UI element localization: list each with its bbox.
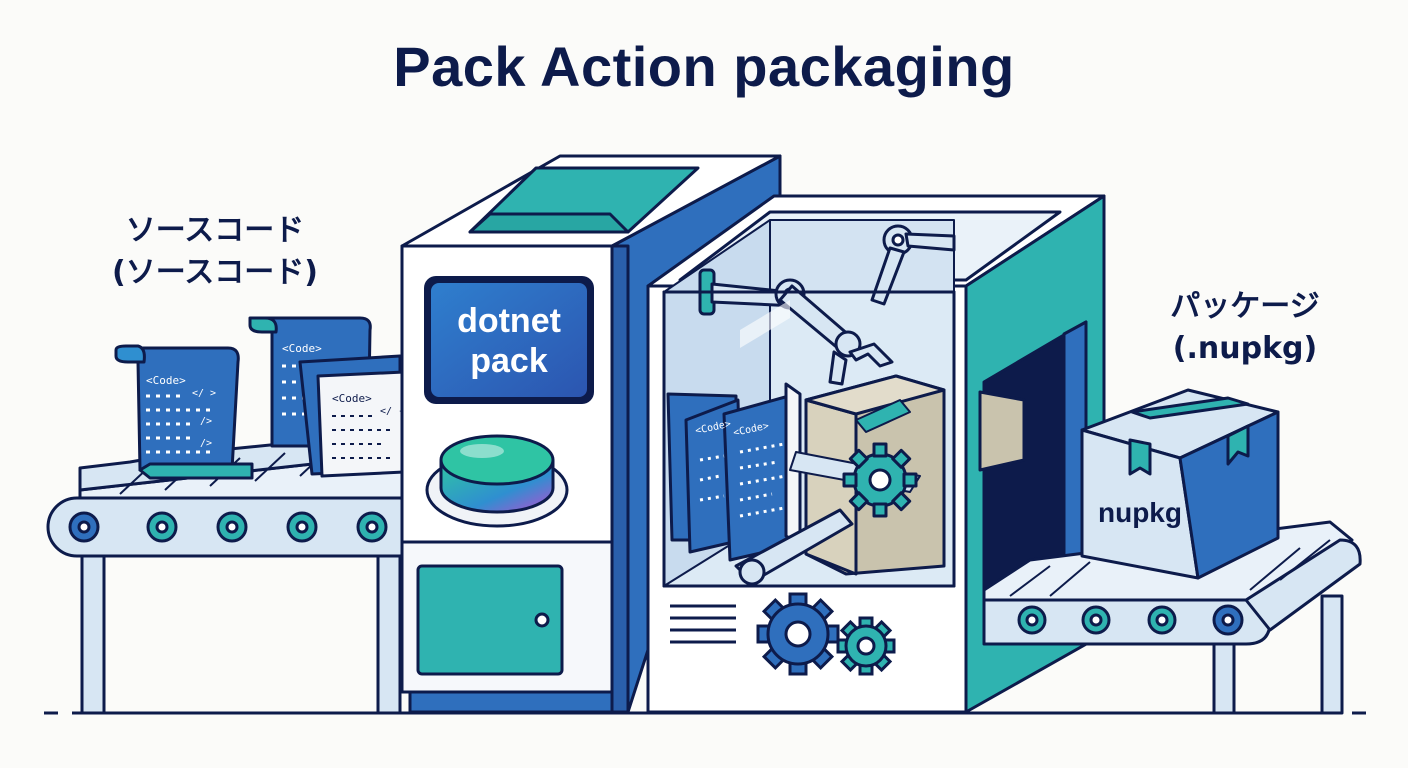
package-label-line1: パッケージ: [1170, 289, 1320, 324]
code-tag-back: <Code>: [282, 342, 322, 355]
small-gear-icon: [836, 616, 896, 676]
nupkg-box-label: nupkg: [1098, 497, 1182, 528]
chamber-interior: <Code> <Code>: [662, 219, 1026, 588]
dotnet-pack-screen: dotnet pack: [429, 281, 589, 399]
code-tag-white: <Code>: [332, 392, 372, 405]
package-label-line2: (.nupkg): [1172, 331, 1318, 366]
source-code-file-front: <Code> </ > /> />: [114, 344, 254, 480]
source-code-label: ソースコード (ソースコード): [80, 210, 350, 294]
internal-gear-icon: [842, 442, 918, 518]
code-tag-front: <Code>: [146, 374, 186, 387]
code-closing-tag-3: />: [200, 438, 212, 449]
code-closing-tag-1: </ >: [192, 388, 216, 399]
conveyor-rollers-right: [1017, 604, 1244, 636]
code-closing-tag-4: </ -: [380, 406, 404, 417]
source-code-label-line1: ソースコード: [125, 213, 305, 248]
source-code-file-white: <Code> </ -: [298, 354, 406, 478]
vent-grille: [670, 604, 736, 644]
package-label: パッケージ (.nupkg): [1140, 286, 1350, 370]
nupkg-package: nupkg: [1080, 388, 1280, 580]
screen-text-line2: pack: [470, 342, 548, 380]
screen-text-line1: dotnet: [457, 302, 561, 340]
start-button[interactable]: [425, 434, 569, 528]
code-closing-tag-2: />: [200, 416, 212, 427]
large-gear-icon: [756, 592, 840, 676]
conveyor-rollers-left: [68, 511, 388, 543]
source-code-label-line2: (ソースコード): [112, 255, 318, 290]
diagram-title: Pack Action packaging: [393, 35, 1015, 98]
chamber-code-file: <Code> <Code>: [666, 382, 802, 562]
